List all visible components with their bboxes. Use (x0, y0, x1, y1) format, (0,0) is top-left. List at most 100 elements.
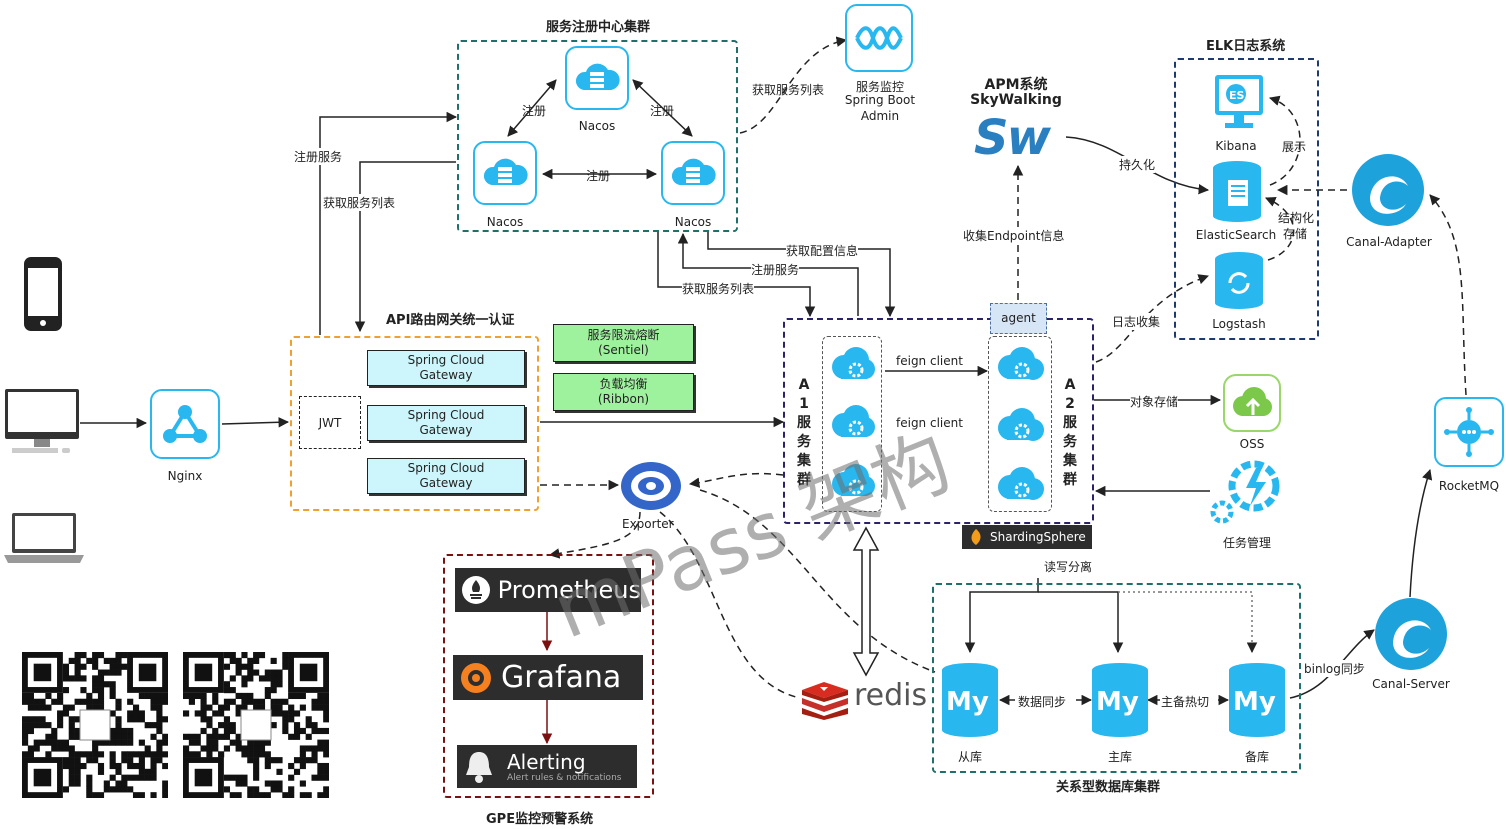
a1-service-3[interactable] (829, 462, 877, 506)
nginx-node[interactable] (150, 389, 220, 459)
rw-to-slave-edge (964, 578, 1039, 654)
nacos-right-node[interactable] (661, 141, 725, 205)
a1-service-1[interactable] (829, 345, 877, 389)
jwt-label: JWT (318, 416, 342, 430)
display-label: 展示 (1282, 140, 1307, 154)
monitor-node[interactable] (845, 4, 913, 72)
mysql-cylinder-icon (942, 663, 998, 737)
db-group (932, 583, 1301, 773)
es-label: ElasticSearch (1195, 228, 1277, 242)
oss-label: OSS (1239, 437, 1265, 451)
get-service-list2-label: 获取服务列表 (682, 280, 755, 297)
collect-endpoint-label: 收集Endpoint信息 (963, 227, 1065, 244)
register-service2-label: 注册服务 (751, 261, 800, 278)
sentinel-line2: (Sentiel) (598, 343, 649, 357)
gpe-title: GPE监控预警系统 (486, 812, 594, 827)
agent-box[interactable] (990, 303, 1047, 334)
nacos-top-label: Nacos (578, 119, 616, 133)
get-service-list-gw-label: 获取服务列表 (323, 194, 396, 211)
jwt-box[interactable] (299, 396, 361, 449)
reg-right-label: 注册 (650, 104, 675, 118)
db-master-node[interactable]: My (1091, 662, 1149, 740)
cloud-upload-icon (1223, 374, 1281, 432)
nacos-left-node[interactable] (473, 141, 537, 205)
phone-icon (23, 256, 63, 332)
gateway-1-line2: Gateway (419, 368, 473, 382)
es-node[interactable] (1210, 160, 1264, 222)
gateway-group (290, 336, 539, 511)
gateway-3-line2: Gateway (419, 476, 473, 490)
task-node[interactable] (1208, 458, 1286, 526)
prometheus-label: Prometheus (497, 576, 641, 604)
redis-cube-icon (802, 682, 848, 720)
cloud-gear-icon (998, 347, 1044, 380)
a2-service-3[interactable] (995, 465, 1047, 511)
registry-title: 服务注册中心集群 (546, 20, 651, 35)
canal-server-node[interactable] (1373, 596, 1449, 672)
nacos-top-node[interactable] (565, 46, 629, 110)
db-standby-node[interactable]: My (1228, 662, 1286, 740)
a1-service-2[interactable] (829, 403, 877, 447)
nacos-reg-right-edge (632, 79, 693, 137)
task-gear-icon (1210, 460, 1280, 524)
registry-cluster-group (457, 40, 738, 232)
exporter-node[interactable] (619, 460, 683, 512)
ribbon-box[interactable]: 负载均衡(Ribbon) (553, 373, 694, 411)
rw-split-label: 读写分离 (1044, 558, 1093, 575)
sentinel-line1: 服务限流熔断 (587, 328, 660, 342)
cloud-gear-icon (998, 467, 1044, 500)
gateway-2-line2: Gateway (419, 423, 473, 437)
cloud-gear-icon (832, 347, 875, 379)
kibana-node[interactable]: ES (1209, 72, 1269, 132)
prometheus-node[interactable]: Prometheus (455, 568, 641, 612)
structured-label-1: 结构化 (1278, 211, 1315, 225)
exporter-swirl-icon (621, 462, 681, 510)
shardingsphere-node[interactable]: ShardingSphere (962, 525, 1092, 549)
persist-label: 持久化 (1119, 156, 1156, 173)
redis-double-arrow (852, 526, 880, 677)
task-label: 任务管理 (1222, 536, 1271, 550)
db-master-label: 主库 (1107, 750, 1132, 764)
logstash-node[interactable] (1212, 251, 1266, 311)
laptop-icon (4, 512, 84, 564)
gateway-register-edge (319, 111, 458, 335)
logstash-label: Logstash (1212, 317, 1266, 331)
sentinel-box[interactable]: 服务限流熔断(Sentiel) (553, 324, 694, 362)
binlog-sync-label: binlog同步 (1304, 660, 1365, 677)
log-collect-label: 日志收集 (1112, 313, 1161, 330)
gpe-group (443, 554, 654, 798)
agent-label: agent (1001, 311, 1036, 325)
monitor-label-2: Spring Boot (844, 93, 916, 107)
canal-swirl-icon (1375, 598, 1447, 670)
elk-group (1174, 58, 1319, 340)
rocketmq-node[interactable] (1434, 397, 1504, 467)
a2-service-2[interactable] (995, 406, 1047, 452)
gateway-3-line1: Spring Cloud (407, 461, 485, 475)
kibana-label: Kibana (1215, 139, 1257, 153)
db-slave-node[interactable]: My (941, 662, 999, 740)
a2-service-1[interactable] (995, 345, 1047, 391)
db-slave-my-label: My (946, 687, 989, 717)
alerting-node[interactable]: Alerting Alert rules & notifications (457, 745, 637, 788)
grafana-swirl-icon (461, 662, 491, 693)
redis-node[interactable]: redis (800, 678, 927, 720)
cloud-server-icon (483, 158, 528, 185)
a1-inner-group (822, 336, 882, 512)
db-slave-label: 从库 (957, 750, 982, 764)
grafana-node[interactable]: Grafana (453, 655, 643, 700)
db-title: 关系型数据库集群 (1056, 780, 1161, 795)
database-sync-icon (1215, 252, 1263, 309)
monitor-label-1: 服务监控 (855, 80, 904, 94)
canal-adapter-node[interactable] (1350, 152, 1426, 228)
alerting-label: Alerting (507, 749, 586, 774)
oss-node[interactable] (1222, 373, 1282, 433)
qr-code-2 (183, 652, 330, 799)
cluster-to-exporter-edge (688, 472, 784, 488)
data-sync-label: 数据同步 (1018, 695, 1067, 709)
mysql-cylinder-icon (1229, 663, 1285, 737)
server-to-mq-edge (1409, 468, 1433, 598)
wave-monitor-icon (855, 26, 903, 50)
